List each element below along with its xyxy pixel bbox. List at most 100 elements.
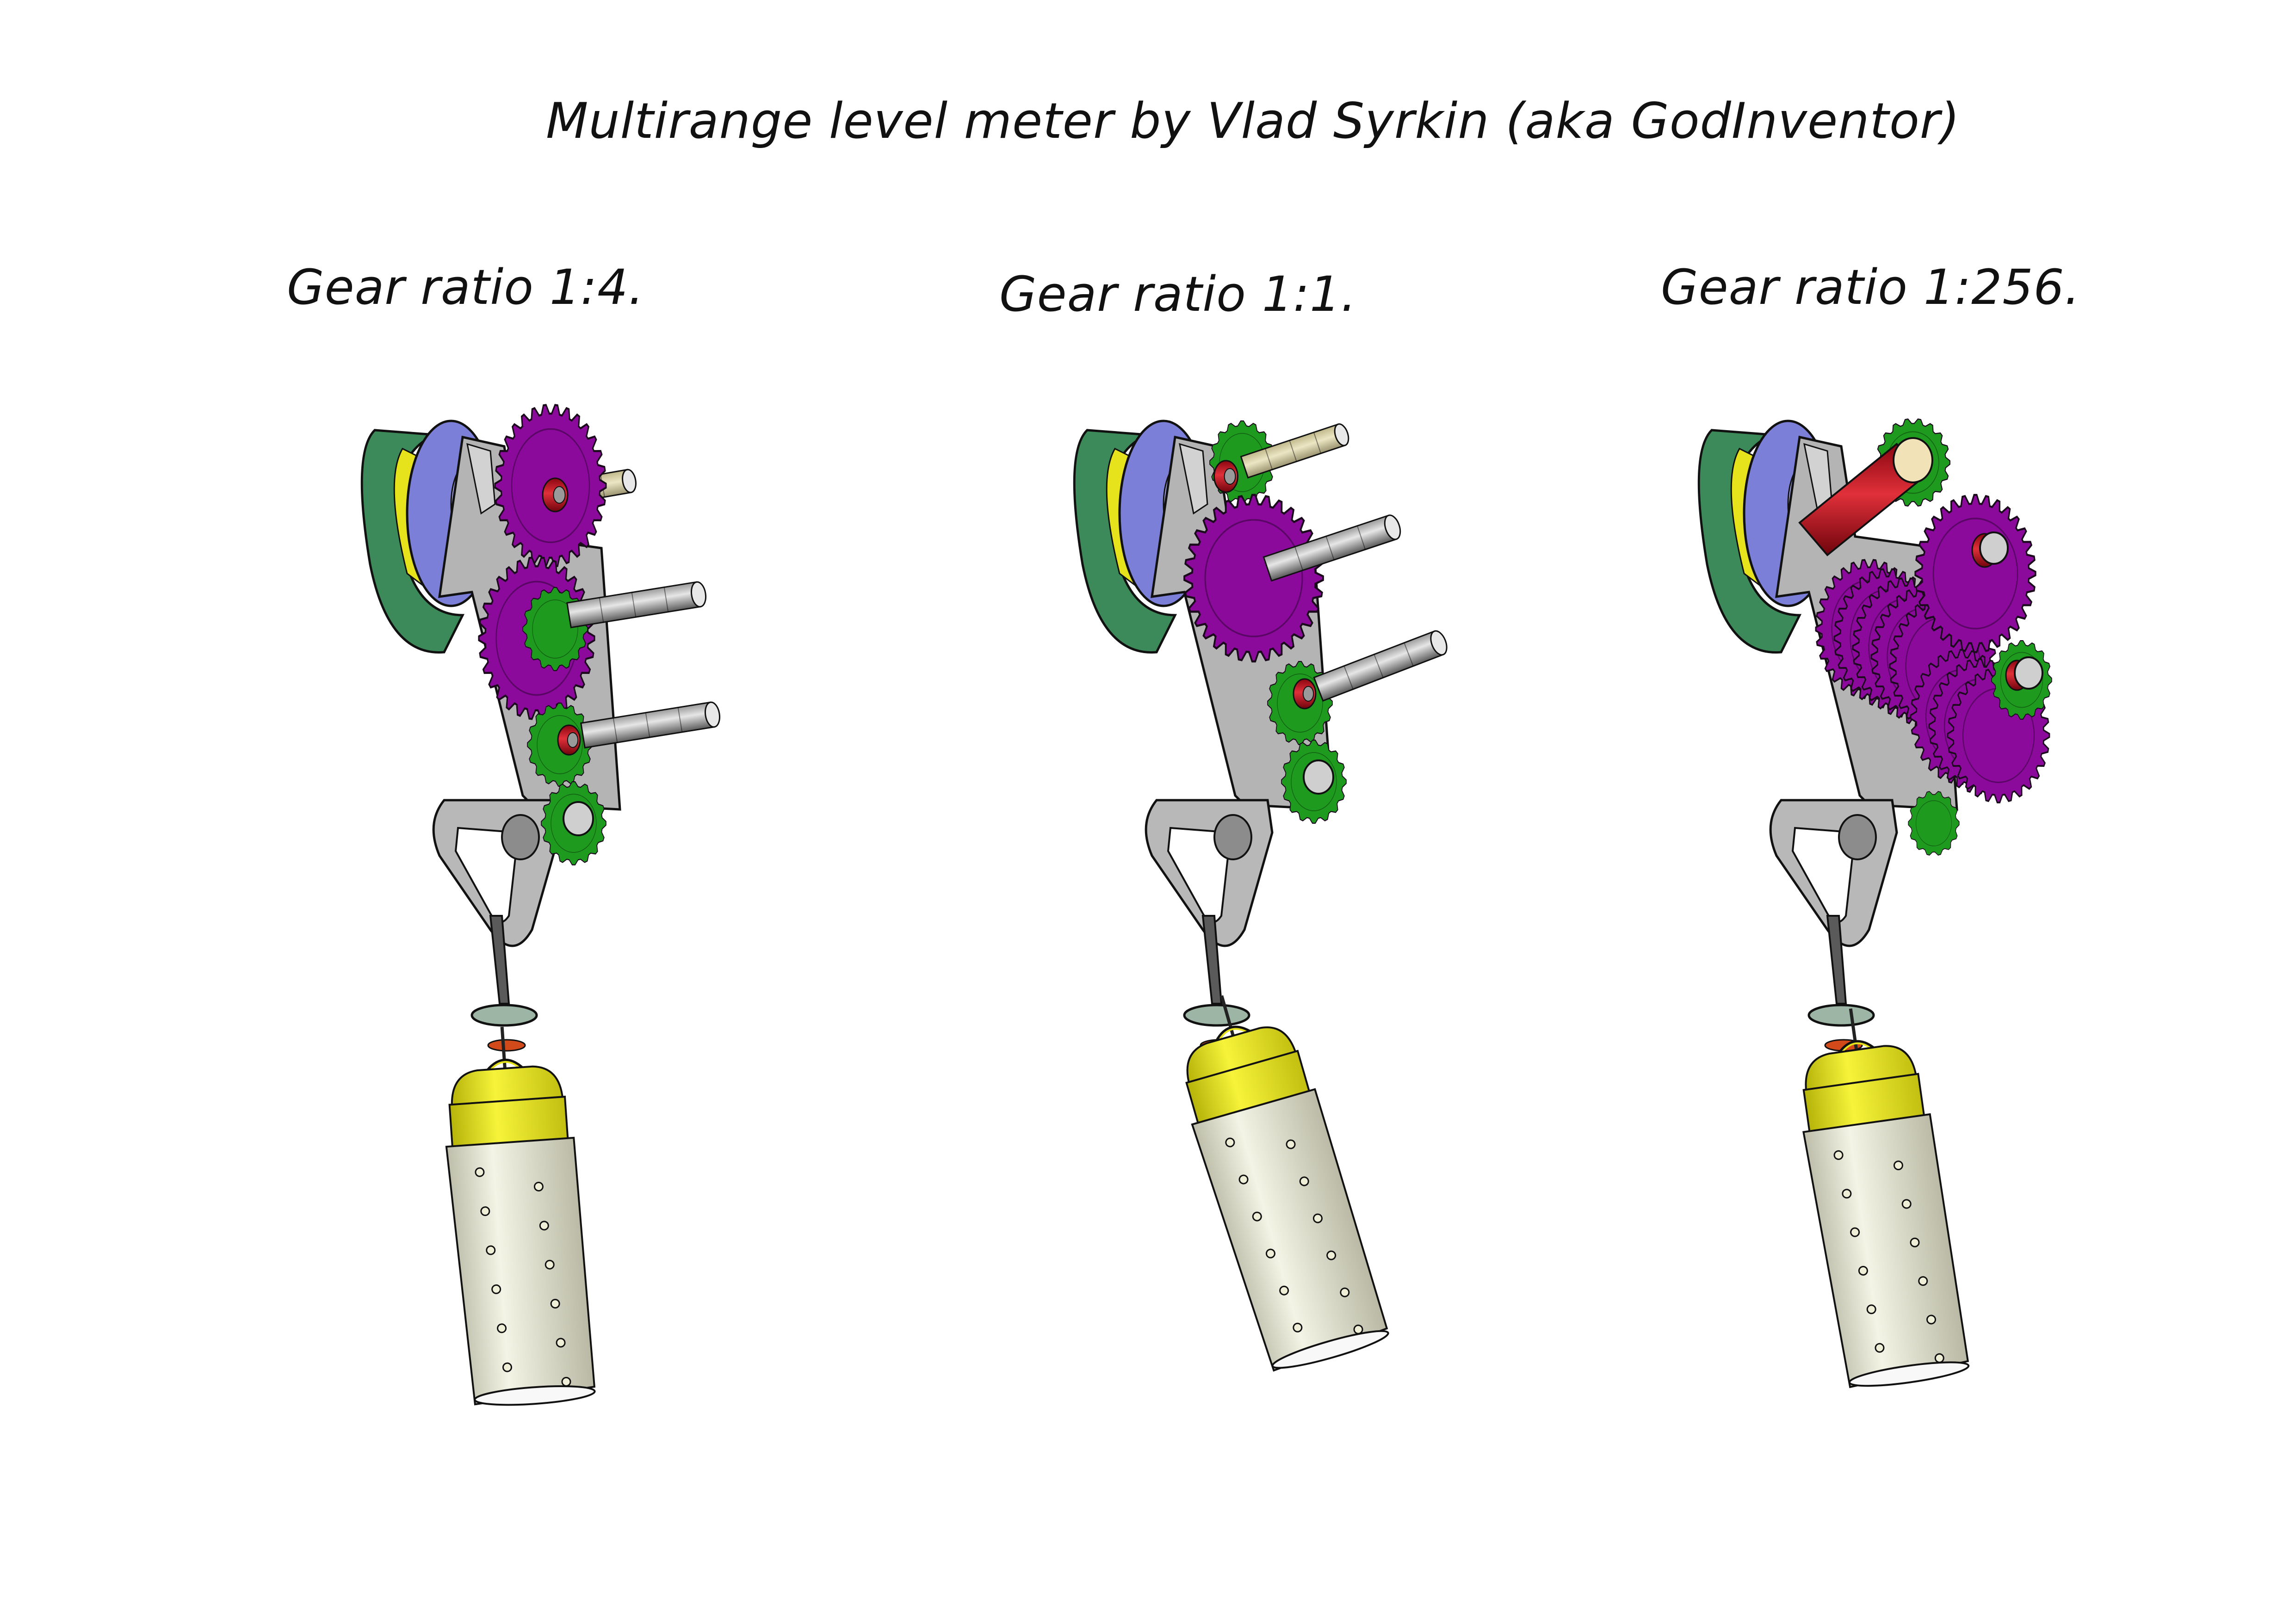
v1-float-hole xyxy=(533,1181,544,1191)
v1-float-hole xyxy=(486,1245,496,1255)
v1-float-cylinder xyxy=(445,1136,596,1406)
v1-float-hole xyxy=(539,1221,549,1231)
v2-top-shaft-groove xyxy=(1289,440,1297,462)
v2-float-hole xyxy=(1293,1322,1303,1333)
v2-top-shaft-groove xyxy=(1313,432,1322,454)
v1-mid-shaft xyxy=(566,581,707,629)
v2-big-gear-teeth xyxy=(1183,494,1324,663)
v2-mid-shaft-groove xyxy=(1294,546,1303,571)
v1-low-shaft xyxy=(580,701,721,749)
v2-plate-face xyxy=(1179,443,1208,515)
v1-float-hole xyxy=(545,1259,555,1270)
caption-variant-1: Gear ratio 1:4. xyxy=(287,259,644,315)
v1-mid-shaft-groove xyxy=(631,592,637,617)
mechanism-variant-3 xyxy=(1697,418,2052,1388)
v1-float-hole xyxy=(480,1206,490,1216)
v3-lower-pinion-rim xyxy=(2000,652,2043,708)
v2-low-shaft-groove xyxy=(1374,654,1384,678)
v3-float-hole xyxy=(1918,1276,1928,1286)
v1-low-pinion-rim xyxy=(537,715,583,774)
v2-float-hole xyxy=(1326,1250,1337,1260)
v2-float-hole xyxy=(1312,1213,1323,1223)
v2-bottom-pinion-rim xyxy=(1291,752,1337,811)
v2-top-shaft xyxy=(1240,423,1349,479)
v3-float-bottom xyxy=(1848,1361,1970,1387)
v1-top-shaft-end xyxy=(622,469,637,494)
v1-float-hole xyxy=(556,1338,566,1348)
v1-low-collar-hole xyxy=(567,732,579,748)
v3-upper-hub xyxy=(1979,531,2009,565)
v3-float xyxy=(1802,1008,1970,1388)
v2-big-gear-rim xyxy=(1204,519,1303,637)
v3-lower-hub xyxy=(2014,656,2043,690)
v3-float-cap xyxy=(1805,1045,1918,1093)
v1-float-hole xyxy=(502,1362,512,1372)
v1-float-hole xyxy=(550,1299,560,1309)
v2-float-cap xyxy=(1186,1026,1298,1086)
v1-mid-shaft-groove xyxy=(599,597,604,623)
v2-low-shaft xyxy=(1313,630,1448,702)
caption-variant-3: Gear ratio 1:256. xyxy=(1661,259,2080,315)
v1-float-bottom xyxy=(474,1385,596,1406)
v2-float-hole xyxy=(1252,1211,1262,1222)
v1-low-shaft-groove xyxy=(613,717,618,743)
v1-mid-pinion xyxy=(522,586,588,672)
v2-mid-shaft-groove xyxy=(1325,536,1335,560)
v2-float-hole xyxy=(1286,1139,1296,1149)
v3-bottom-pinion-rim xyxy=(1915,800,1952,846)
v3-upper-gear-teeth xyxy=(1914,494,2036,654)
caption-variant-2: Gear ratio 1:1. xyxy=(999,266,1357,322)
v2-mid-shaft xyxy=(1262,514,1401,582)
v3-float-hole xyxy=(1850,1227,1860,1237)
v2-float-hole xyxy=(1299,1176,1309,1186)
v2-float-hole xyxy=(1265,1248,1275,1259)
v2-low-shaft-groove xyxy=(1343,666,1354,690)
v3-rod xyxy=(1826,915,1847,1005)
v3-bottom-pinion xyxy=(1908,791,1960,856)
v1-low-shaft-end xyxy=(704,701,721,728)
v1-float-hole xyxy=(561,1376,571,1387)
v1-spring xyxy=(487,1039,526,1052)
v1-low-shaft-groove xyxy=(677,707,683,733)
v2-low-collar-hole xyxy=(1302,686,1314,702)
v3-float-hole xyxy=(1926,1314,1937,1325)
v3-float-hole xyxy=(1893,1160,1903,1171)
v2-float xyxy=(1185,995,1389,1372)
v1-top-gear-rim xyxy=(511,428,590,543)
v2-big-gear xyxy=(1183,494,1324,663)
v3-float-hole xyxy=(1934,1353,1944,1363)
v2-float-hole xyxy=(1279,1285,1289,1296)
v2-top-shaft-groove xyxy=(1264,448,1273,470)
page-title: Multirange level meter by Vlad Syrkin (a… xyxy=(546,93,1960,149)
v1-top-collar-hole xyxy=(553,486,566,504)
v2-float-bottom xyxy=(1271,1330,1389,1369)
v1-rod xyxy=(489,915,510,1005)
v2-float-hole xyxy=(1353,1324,1363,1334)
v2-mid-shaft-groove xyxy=(1357,525,1366,550)
v2-float-hole xyxy=(1340,1287,1350,1297)
v1-bracket-hub xyxy=(501,814,540,860)
v1-float-hole xyxy=(491,1284,501,1294)
v1-float-cap xyxy=(451,1065,564,1108)
v2-top-shaft-end xyxy=(1334,423,1349,446)
v3-bottom-pinion-teeth xyxy=(1908,791,1960,856)
v2-mid-shaft-end xyxy=(1384,514,1401,540)
v2-low-shaft-groove xyxy=(1404,642,1414,666)
v1-float xyxy=(445,1026,596,1406)
v1-washer xyxy=(470,1004,538,1027)
v3-float-hole xyxy=(1842,1189,1852,1199)
v2-low-shaft-end xyxy=(1430,630,1448,656)
mechanism-variant-2 xyxy=(1073,420,1448,1372)
v1-bottom-hub xyxy=(563,801,594,836)
v1-mid-shaft-end xyxy=(690,581,707,608)
v3-upper-gear xyxy=(1914,494,2036,654)
v1-plate-face xyxy=(466,443,496,515)
mechanism-variant-1 xyxy=(360,404,721,1406)
v1-low-shaft-groove xyxy=(645,712,650,738)
v3-float-hole xyxy=(1866,1304,1876,1314)
v3-float-hole xyxy=(1901,1199,1912,1209)
v3-float-hole xyxy=(1875,1343,1885,1353)
v2-float-cylinder xyxy=(1191,1088,1388,1372)
v3-bracket-hub xyxy=(1838,814,1877,860)
